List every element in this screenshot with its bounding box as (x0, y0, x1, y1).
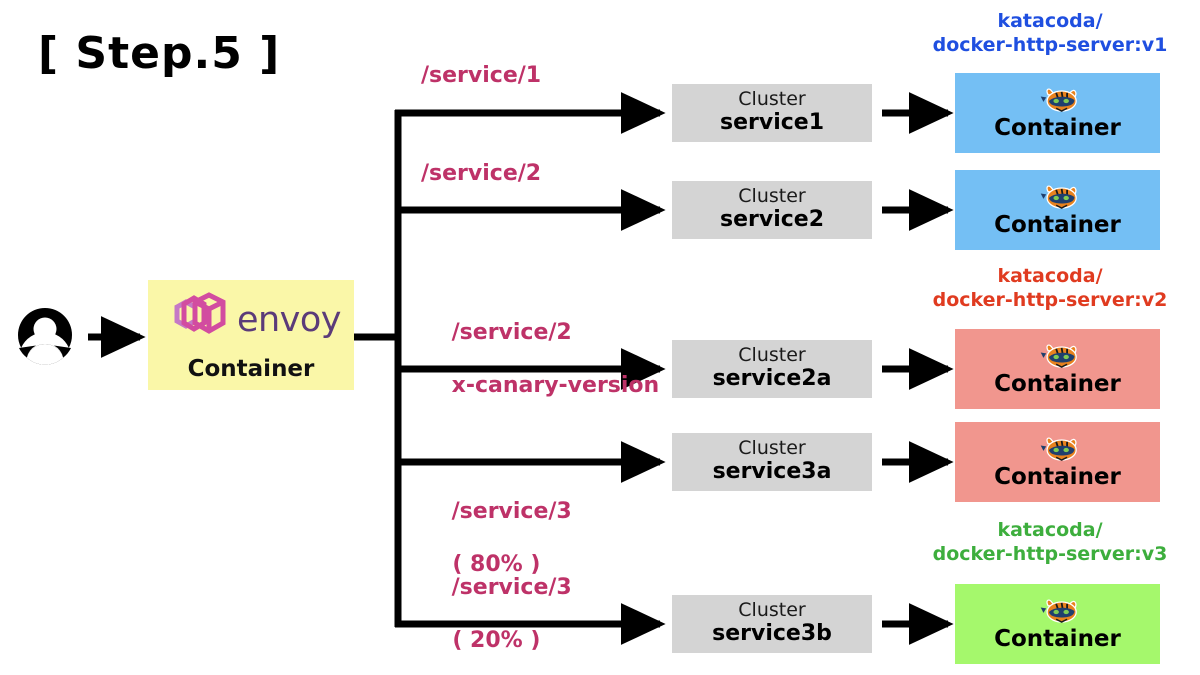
route-path: /service/3 (451, 574, 572, 600)
container-label: Container (994, 211, 1121, 238)
image-tag-v1: katacoda/ docker-http-server:v1 (932, 10, 1168, 56)
katacoda-cat-icon (1038, 86, 1078, 116)
cluster-kind-label: Cluster (738, 599, 806, 622)
container-label: Container (994, 114, 1121, 141)
envoy-container-label: Container (187, 356, 315, 382)
envoy-proxy-box: envoy Container (148, 280, 354, 390)
route-path: /service/2 (451, 319, 572, 345)
container-box-v2: Container (955, 170, 1160, 250)
cluster-box-service1: Cluster service1 (672, 84, 872, 142)
route-label-service-1: /service/1 (421, 63, 542, 88)
cluster-kind-label: Cluster (738, 344, 806, 367)
katacoda-cat-icon (1038, 435, 1078, 465)
page-title: [ Step.5 ] (38, 28, 281, 79)
cluster-kind-label: Cluster (738, 88, 806, 111)
katacoda-cat-icon (1038, 342, 1078, 372)
container-box-v1: Container (955, 73, 1160, 153)
container-label: Container (994, 370, 1121, 397)
image-tag-v3: katacoda/ docker-http-server:v3 (932, 519, 1168, 565)
cluster-name-label: service2a (712, 366, 832, 392)
route-weight: ( 20% ) (452, 628, 541, 654)
user-icon (14, 304, 76, 366)
envoy-wordmark: envoy (236, 299, 342, 340)
katacoda-cat-icon (1038, 597, 1078, 627)
cluster-box-service3a: Cluster service3a (672, 433, 872, 491)
route-label-service-3-20: /service/3 ( 20% ) (421, 548, 572, 675)
route-path: /service/3 (451, 498, 572, 524)
cluster-kind-label: Cluster (738, 437, 806, 460)
envoy-hexagon-logo-icon (161, 290, 233, 350)
cluster-box-service2: Cluster service2 (672, 181, 872, 239)
cluster-kind-label: Cluster (738, 185, 806, 208)
route-label-service-2: /service/2 (421, 161, 542, 186)
image-tag-v2: katacoda/ docker-http-server:v2 (932, 265, 1168, 311)
container-box-v4: Container (955, 422, 1160, 502)
cluster-box-service3b: Cluster service3b (672, 595, 872, 653)
route-weight: ( 80% ) (452, 552, 541, 578)
container-box-v3: Container (955, 329, 1160, 409)
cluster-name-label: service3a (712, 459, 832, 485)
cluster-box-service2a: Cluster service2a (672, 340, 872, 398)
katacoda-cat-icon (1038, 183, 1078, 213)
cluster-name-label: service2 (719, 207, 825, 233)
route-label-service-2-canary: /service/2 x-canary-version (421, 293, 660, 427)
route-header: x-canary-version (451, 373, 660, 399)
route-label-service-3-80: /service/3 ( 80% ) (421, 472, 572, 633)
container-label: Container (994, 625, 1121, 652)
cluster-name-label: service1 (719, 110, 825, 136)
container-label: Container (994, 463, 1121, 490)
cluster-name-label: service3b (712, 621, 832, 647)
container-box-v5: Container (955, 584, 1160, 664)
